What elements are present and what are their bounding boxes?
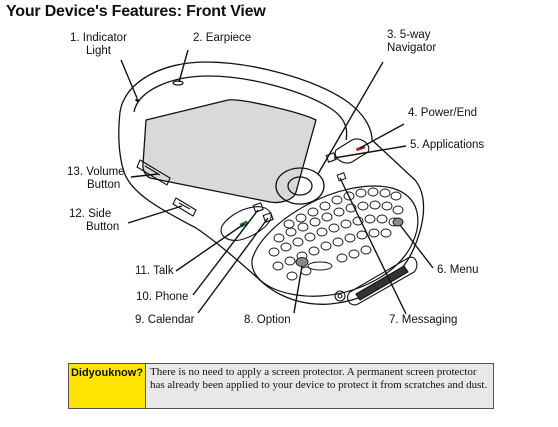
callout-applications: 5. Applications <box>410 139 484 152</box>
callout-label: Earpiece <box>205 32 252 44</box>
did-you-know-label: Didyouknow? <box>69 364 146 408</box>
indicator-light-icon <box>135 98 139 102</box>
callout-label: Option <box>256 314 291 326</box>
callout-volume-button: 13. Volume Button <box>67 166 125 192</box>
messaging-key <box>336 172 347 182</box>
keyboard-keys <box>268 187 404 281</box>
side-button <box>172 197 197 217</box>
callout-label: Indicator <box>82 32 127 44</box>
option-key <box>295 257 309 267</box>
callout-number: 2. <box>193 32 203 44</box>
callout-label: Power/End <box>420 107 478 119</box>
menu-key <box>392 217 404 227</box>
callout-messaging: 7. Messaging <box>389 314 457 327</box>
callout-label-line2: Navigator <box>387 42 437 54</box>
callout-label-line2: Light <box>86 45 111 57</box>
callout-number: 7. <box>389 314 399 326</box>
callout-power-end: 4. Power/End <box>408 107 477 120</box>
callout-label: Calendar <box>147 314 195 326</box>
callout-number: 10. <box>136 291 152 303</box>
callout-label-line2: Button <box>86 221 120 233</box>
callout-label: Messaging <box>401 314 458 326</box>
callout-label: Volume <box>86 166 125 178</box>
top-right-keys <box>325 138 370 164</box>
callout-label: Talk <box>153 265 174 277</box>
device-screen <box>142 99 317 204</box>
callout-navigator: 3. 5-way Navigator <box>387 29 436 55</box>
navigator-icon <box>275 167 325 205</box>
page-title: Your Device's Features: Front View <box>6 3 266 20</box>
callout-number: 5. <box>410 139 420 151</box>
callout-number: 1. <box>70 32 80 44</box>
callout-side-button: 12. Side Button <box>69 208 119 234</box>
callout-label: Menu <box>449 264 479 276</box>
keyboard-area <box>251 185 419 297</box>
callout-indicator-light: 1. Indicator Light <box>70 32 127 58</box>
callout-earpiece: 2. Earpiece <box>193 32 251 45</box>
callout-number: 9. <box>135 314 145 326</box>
did-you-know-box: Didyouknow? There is no need to apply a … <box>68 363 494 409</box>
callout-label: Side <box>88 208 112 220</box>
callout-label-line2: Button <box>87 179 121 191</box>
callout-phone: 10. Phone <box>136 291 188 304</box>
callout-option: 8. Option <box>244 314 291 327</box>
earpiece-icon <box>172 80 184 86</box>
callout-calendar: 9. Calendar <box>135 314 194 327</box>
callout-number: 13. <box>67 166 83 178</box>
callout-label: 5-way <box>399 29 431 41</box>
callout-talk: 11. Talk <box>135 265 174 278</box>
callout-number: 11. <box>135 265 151 277</box>
callout-label: Phone <box>155 291 189 303</box>
callout-menu: 6. Menu <box>437 264 479 277</box>
callout-number: 6. <box>437 264 447 276</box>
device-diagram <box>118 49 434 315</box>
callout-number: 4. <box>408 107 418 119</box>
leader-lines <box>120 49 434 315</box>
callout-number: 12. <box>69 208 85 220</box>
callout-number: 3. <box>387 29 397 41</box>
did-you-know-text: There is no need to apply a screen prote… <box>146 364 493 408</box>
callout-label: Applications <box>422 139 485 151</box>
callout-number: 8. <box>244 314 254 326</box>
